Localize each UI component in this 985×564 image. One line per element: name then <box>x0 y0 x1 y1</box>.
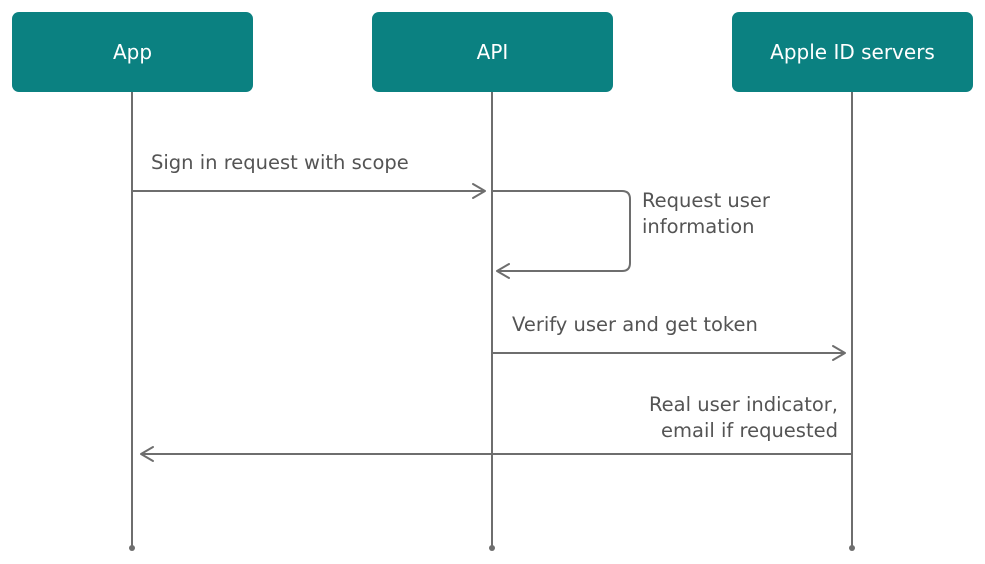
participant-app-label: App <box>113 40 152 64</box>
message-real-user-indicator-arrowhead <box>140 446 154 462</box>
participant-apple-id-servers-label: Apple ID servers <box>770 40 935 64</box>
participant-api-box <box>372 12 613 92</box>
message-real-user-indicator-label: Real user indicator, <box>649 393 838 416</box>
participant-app: App <box>12 12 253 92</box>
message-real-user-indicator: Real user indicator, email if requested <box>140 393 852 462</box>
message-sign-in-request-arrowhead <box>472 183 486 199</box>
message-real-user-indicator-label-line2: email if requested <box>661 419 838 442</box>
message-request-user-information-label-line2: information <box>642 215 755 238</box>
message-verify-user: Verify user and get token <box>492 313 846 361</box>
message-request-user-information: Request user information <box>492 189 771 279</box>
message-request-user-information-line <box>492 190 631 272</box>
lifeline-apple-id-servers-end <box>849 545 855 551</box>
message-sign-in-request-label: Sign in request with scope <box>151 151 409 174</box>
message-request-user-information-label: Request user <box>642 189 771 212</box>
message-request-user-information-arrowhead <box>496 263 510 279</box>
participant-app-box <box>12 12 253 92</box>
participant-apple-id-servers-box <box>732 12 973 92</box>
lifeline-api-end <box>489 545 495 551</box>
lifeline-app-end <box>129 545 135 551</box>
participant-api-label: API <box>477 40 509 64</box>
participant-apple-id-servers: Apple ID servers <box>732 12 973 92</box>
message-sign-in-request: Sign in request with scope <box>132 151 486 199</box>
participant-api: API <box>372 12 613 92</box>
message-verify-user-label: Verify user and get token <box>512 313 758 336</box>
message-verify-user-arrowhead <box>832 345 846 361</box>
